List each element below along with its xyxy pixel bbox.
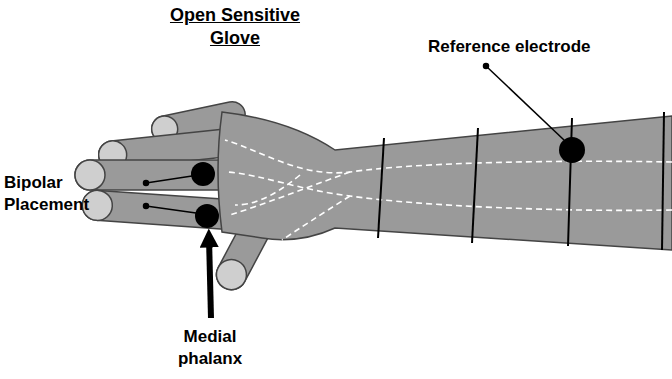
hand-shape xyxy=(75,99,672,295)
callout-label: Medial phalanx xyxy=(150,326,270,370)
callout-label: Bipolar Placement xyxy=(4,172,134,216)
nerve-lines xyxy=(225,140,672,240)
band-lines xyxy=(378,112,664,250)
leader-line xyxy=(144,64,565,214)
pointer-arrow xyxy=(209,238,211,318)
callout-label: Reference electrode xyxy=(428,36,648,58)
electrode xyxy=(191,137,585,228)
figure-title: Open Sensitive Glove xyxy=(160,4,310,51)
